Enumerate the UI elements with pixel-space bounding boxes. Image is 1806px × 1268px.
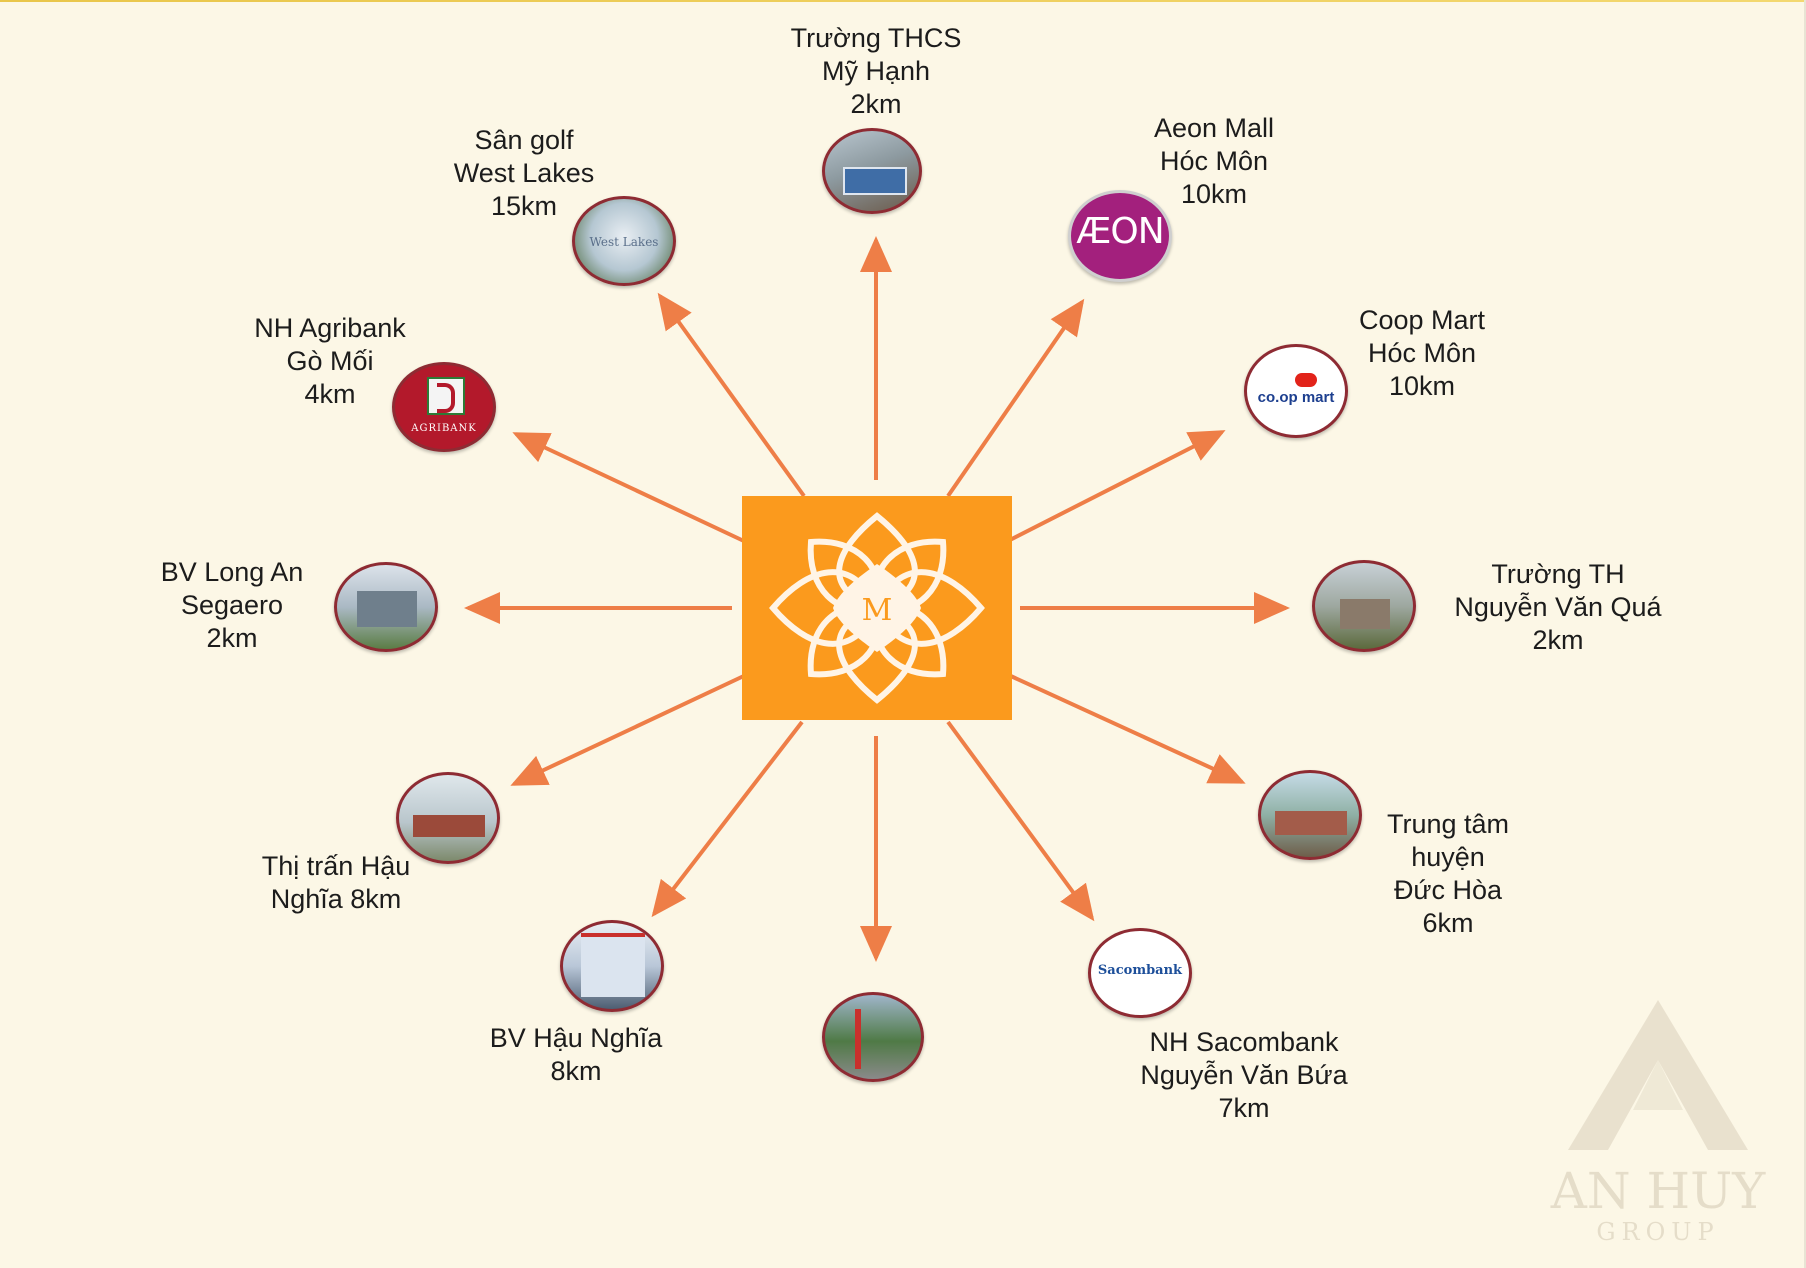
arrow-to-golf: [657, 292, 806, 498]
an-huy-watermark: AN HUY GROUP: [1538, 990, 1778, 1260]
arrow-to-thi-tran: [510, 672, 749, 786]
coopmart-logo: co.op mart: [1244, 344, 1348, 438]
mountain-logo-icon: [1568, 1000, 1748, 1150]
arrow-to-trung-tam: [1001, 670, 1246, 784]
flower-emblem-icon: M: [769, 512, 985, 704]
truong-th-photo: [1312, 560, 1416, 652]
center-logo-letter: M: [862, 593, 893, 628]
sacombank-logo: Sacombank: [1088, 928, 1192, 1018]
aeon-logo: ÆON: [1068, 190, 1172, 282]
bv-hau-nghia-photo: [560, 920, 664, 1012]
arrow-to-agribank: [512, 432, 747, 544]
bottom-destination-photo: [822, 992, 924, 1082]
arrow-to-aeon: [946, 298, 1085, 498]
arrow-to-bv-hau-nghia: [651, 720, 804, 918]
right-border: [1804, 0, 1806, 1268]
arrow-to-coop: [1001, 430, 1226, 546]
golf-west-lakes-photo: West Lakes: [572, 196, 676, 286]
thi-tran-hau-nghia-photo: [396, 772, 500, 864]
trung-tam-photo: [1258, 770, 1362, 860]
top-border: [0, 0, 1806, 2]
watermark-sub: GROUP: [1596, 1218, 1720, 1246]
watermark-name: AN HUY: [1550, 1162, 1766, 1220]
bv-long-an-photo: [334, 562, 438, 652]
thcs-my-hanh-photo: [822, 128, 922, 214]
agribank-logo: AGRIBANK: [392, 362, 496, 452]
center-project-block: M: [742, 496, 1012, 720]
arrow-to-sacombank: [946, 720, 1095, 922]
